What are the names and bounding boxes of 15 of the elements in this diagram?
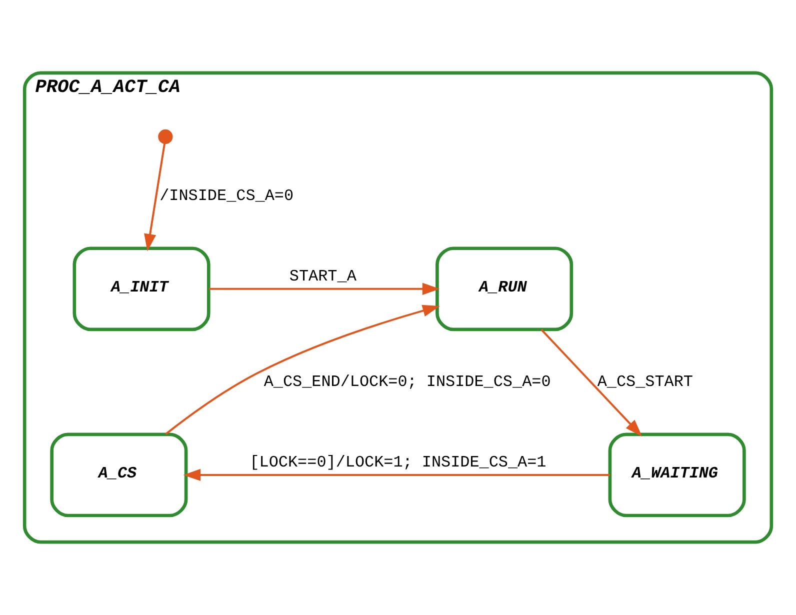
edge-label: /INSIDE_CS_A=0 [160, 186, 294, 205]
edge-label: [LOCK==0]/LOCK=1; INSIDE_CS_A=1 [250, 453, 546, 472]
node-box: A_CS [50, 432, 188, 518]
edge-label: A_CS_START [597, 373, 693, 392]
node-box: A_RUN [436, 246, 574, 332]
node-box: A_WAITING [608, 432, 746, 518]
edge-label: START_A [289, 267, 356, 286]
arrow [208, 282, 440, 295]
arrow [540, 328, 642, 437]
node-box: A_INIT [72, 246, 210, 332]
arrow [144, 143, 166, 252]
arrow [183, 468, 610, 481]
edge-label: A_CS_END/LOCK=0; INSIDE_CS_A=0 [264, 373, 551, 392]
node-circle [158, 129, 173, 144]
arrow [165, 304, 440, 435]
